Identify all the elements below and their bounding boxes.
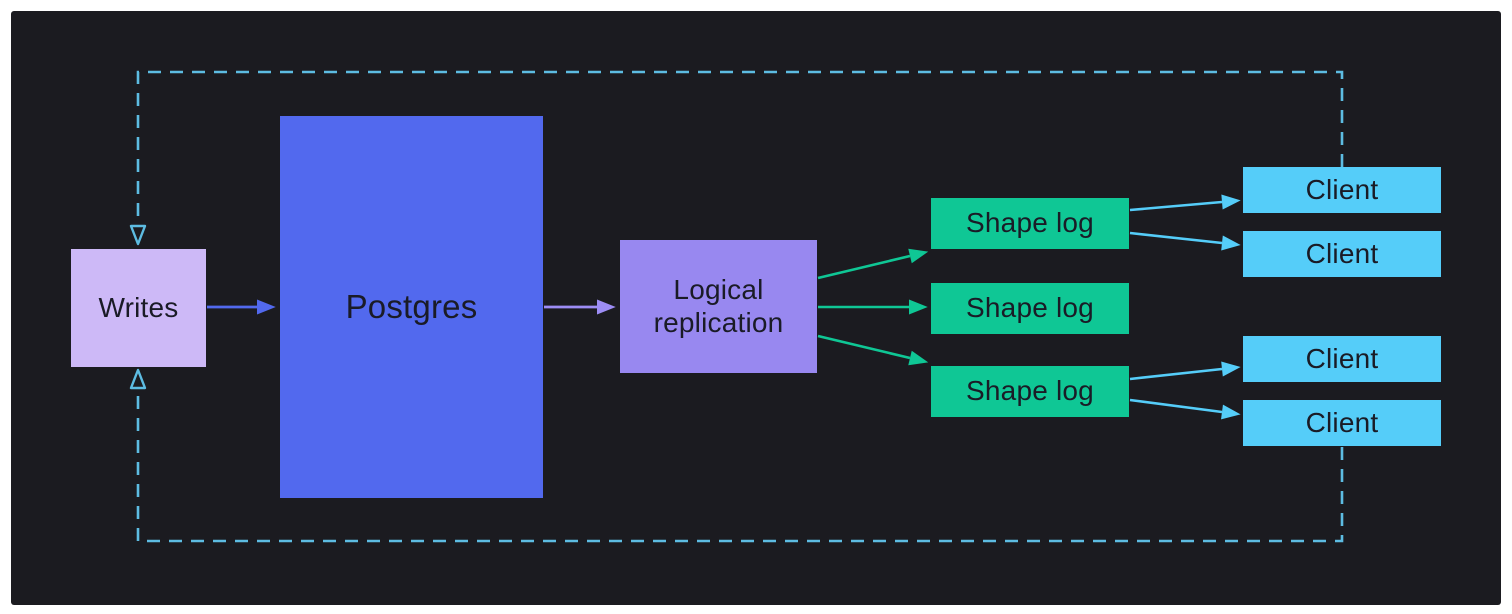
node-client-2: Client <box>1243 231 1441 277</box>
node-shape-log-1: Shape log <box>931 198 1129 249</box>
node-writes-label: Writes <box>98 291 179 323</box>
node-postgres: Postgres <box>280 116 543 498</box>
node-client-2-label: Client <box>1305 237 1379 269</box>
node-postgres-label: Postgres <box>345 288 478 326</box>
node-client-3: Client <box>1243 336 1441 382</box>
node-writes: Writes <box>71 249 206 367</box>
node-shape-log-2: Shape log <box>931 283 1129 334</box>
node-shape-log-3-label: Shape log <box>966 375 1094 407</box>
node-client-4: Client <box>1243 400 1441 446</box>
node-shape-log-1-label: Shape log <box>966 207 1094 239</box>
node-client-1: Client <box>1243 167 1441 213</box>
node-logical-replication-label: Logical replication <box>653 274 784 338</box>
node-shape-log-3: Shape log <box>931 366 1129 417</box>
node-shape-log-2-label: Shape log <box>966 292 1094 324</box>
node-client-1-label: Client <box>1305 173 1379 205</box>
node-client-3-label: Client <box>1305 342 1379 374</box>
node-logical-replication: Logical replication <box>620 240 817 373</box>
node-client-4-label: Client <box>1305 406 1379 438</box>
